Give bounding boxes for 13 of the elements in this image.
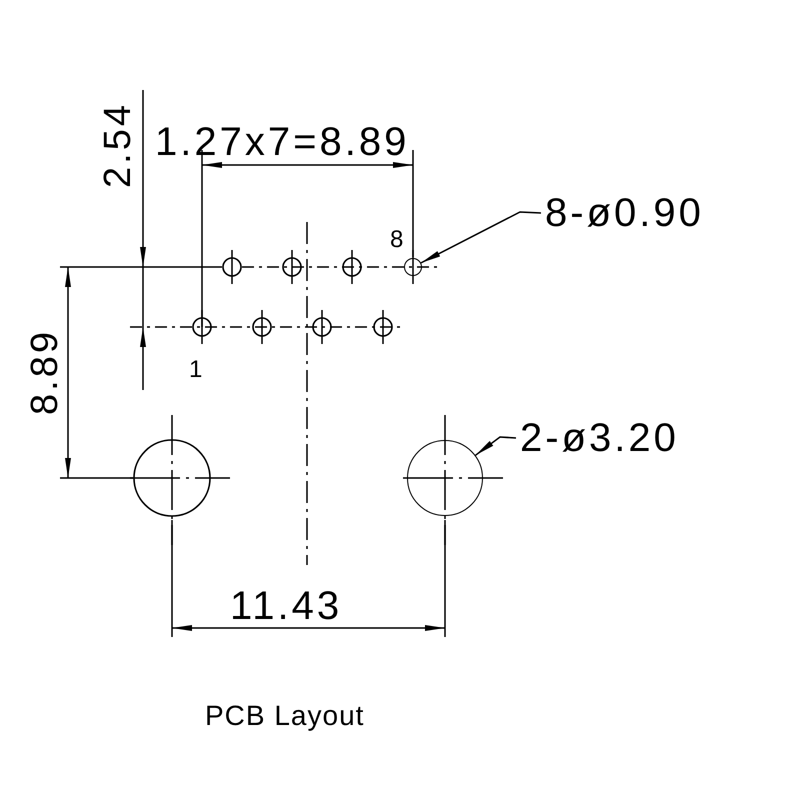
- hole: [404, 258, 422, 276]
- leader-line: [475, 436, 516, 456]
- pin-number: 8: [390, 228, 406, 252]
- pin-number: 1: [189, 358, 206, 382]
- hole: [407, 440, 483, 516]
- callout-text: 2-ø3.20: [520, 418, 679, 458]
- dimension-label: 11.43: [230, 586, 342, 626]
- caption: PCB Layout: [205, 702, 364, 730]
- leader-line: [420, 211, 542, 264]
- dimension-label: 8.89: [26, 329, 64, 415]
- dimension-label: 1.27x7=8.89: [155, 122, 410, 162]
- callout-text: 8-ø0.90: [545, 193, 704, 233]
- dimension-label: 2.54: [99, 102, 137, 188]
